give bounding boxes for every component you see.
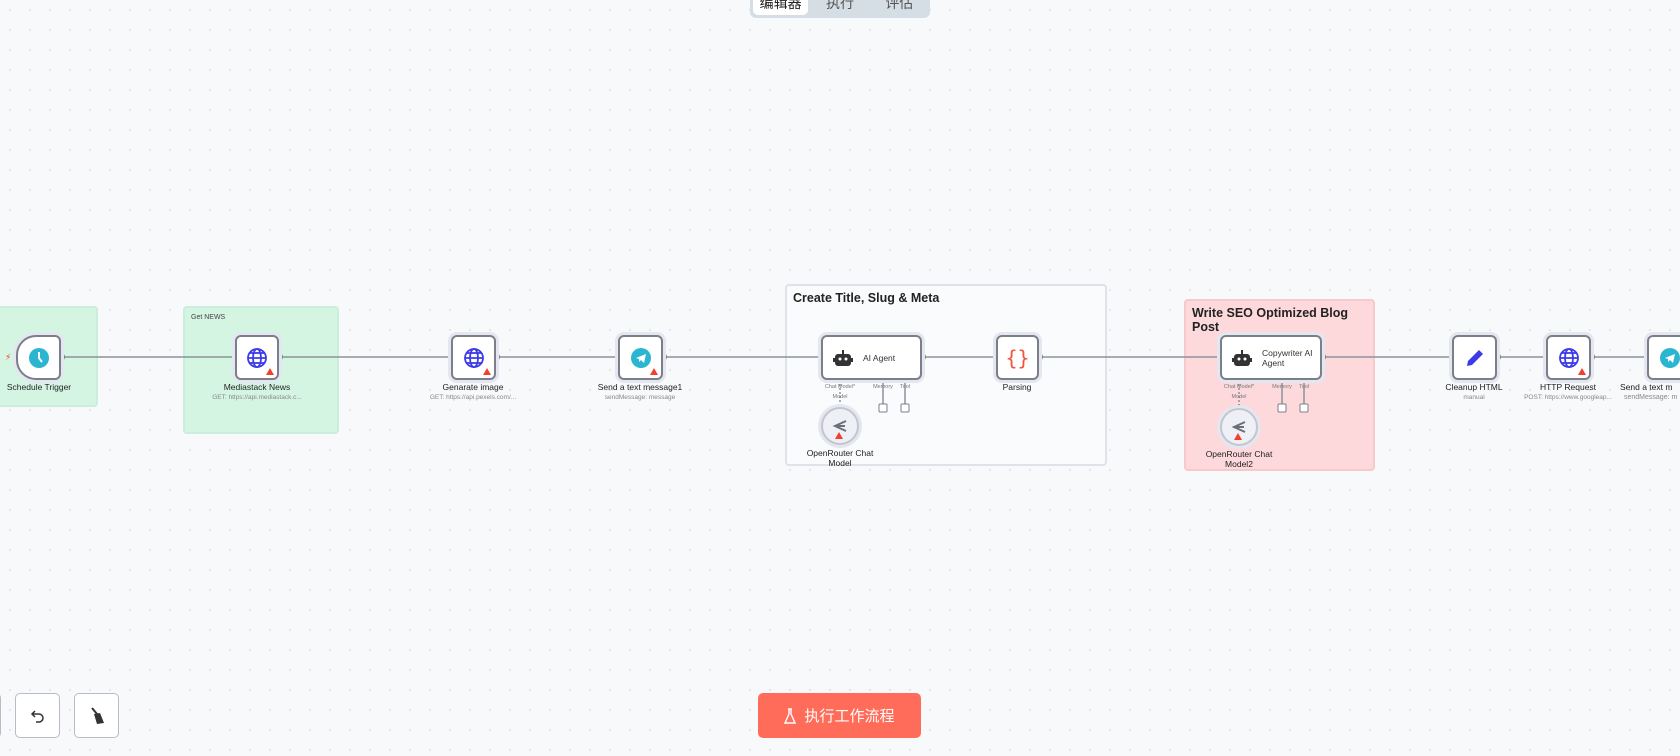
clock-icon bbox=[28, 347, 49, 368]
node-label: AI Agent bbox=[863, 352, 896, 363]
add-tool-button bbox=[900, 403, 910, 413]
robot-icon bbox=[833, 349, 853, 366]
node-parsing[interactable]: {} bbox=[996, 335, 1039, 380]
handle-label: Memory bbox=[873, 384, 893, 390]
group-title: Write SEO Optimized Blog Post bbox=[1192, 306, 1349, 334]
undo-button[interactable] bbox=[15, 693, 60, 738]
globe-icon bbox=[1558, 347, 1579, 368]
handle-label: Tool bbox=[899, 384, 911, 390]
warning-icon bbox=[483, 368, 491, 375]
clear-execution-button[interactable] bbox=[74, 693, 119, 738]
node-label: Parsing bbox=[1002, 382, 1032, 392]
node-cleanup-html[interactable] bbox=[1452, 335, 1497, 380]
tab-evaluations[interactable]: 评估 bbox=[885, 0, 914, 11]
flask-icon bbox=[784, 707, 797, 724]
node-schedule-trigger[interactable] bbox=[16, 335, 61, 380]
warning-icon bbox=[1578, 368, 1586, 375]
node-label: Send a text m bbox=[1620, 382, 1673, 392]
node-label: OpenRouter Chat Model bbox=[806, 448, 874, 468]
warning-icon bbox=[1234, 433, 1242, 440]
globe-icon bbox=[463, 347, 484, 368]
node-label: Send a text message1 bbox=[597, 382, 683, 392]
openrouter-icon bbox=[1231, 421, 1246, 433]
robot-icon bbox=[1232, 349, 1252, 366]
node-label: HTTP Request bbox=[1539, 382, 1597, 392]
execute-label: 执行工作流程 bbox=[804, 708, 895, 725]
execute-workflow-button[interactable]: 执行工作流程 bbox=[758, 693, 921, 738]
braces-icon: {} bbox=[1005, 345, 1030, 370]
tab-editor[interactable]: 编辑器 bbox=[753, 0, 809, 15]
tab-executions[interactable]: 执行 bbox=[825, 0, 854, 11]
telegram-icon bbox=[1659, 347, 1680, 368]
node-label: OpenRouter Chat Model2 bbox=[1205, 449, 1273, 469]
group-title: Get NEWS bbox=[191, 314, 226, 321]
node-openrouter-chat-model[interactable] bbox=[821, 407, 859, 445]
node-label: Genarate image bbox=[442, 382, 504, 392]
add-memory-button bbox=[878, 403, 888, 413]
handle-label: Chat Model* bbox=[824, 384, 856, 390]
node-subtitle: GET: https://api.mediastack.c... bbox=[212, 394, 302, 401]
node-label: Cleanup HTML bbox=[1445, 382, 1503, 392]
node-mediastack-news[interactable] bbox=[235, 335, 279, 380]
node-subtitle: manual bbox=[1463, 394, 1485, 401]
node-subtitle: GET: https://api.pexels.com/... bbox=[429, 394, 517, 401]
node-label: Schedule Trigger bbox=[6, 382, 72, 392]
node-generate-image[interactable] bbox=[451, 335, 496, 380]
node-subtitle: sendMessage: message bbox=[604, 394, 676, 401]
node-label: Copywriter AI Agent bbox=[1262, 347, 1313, 368]
handle-label: Tool bbox=[1298, 384, 1310, 390]
node-subtitle: POST: https://www.googleap... bbox=[1524, 394, 1612, 401]
handle-label: Model bbox=[1231, 394, 1247, 400]
node-ai-agent[interactable]: AI Agent bbox=[821, 335, 922, 380]
node-openrouter-chat-model2[interactable] bbox=[1220, 408, 1258, 446]
globe-icon bbox=[247, 347, 267, 368]
sticky-note-write-post[interactable]: Write SEO Optimized Blog Post bbox=[1184, 299, 1375, 471]
node-send-text-message[interactable] bbox=[1647, 335, 1680, 380]
handle-label: Chat Model* bbox=[1223, 384, 1255, 390]
node-subtitle: sendMessage: m bbox=[1624, 394, 1678, 401]
node-label: Mediastack News bbox=[223, 382, 291, 392]
group-title: Create Title, Slug & Meta bbox=[793, 291, 940, 305]
openrouter-icon bbox=[832, 420, 847, 432]
handle-label: Memory bbox=[1272, 384, 1292, 390]
zoom-button[interactable] bbox=[0, 693, 1, 738]
handle-label: Model bbox=[832, 394, 848, 400]
warning-icon bbox=[835, 432, 843, 439]
pencil-icon bbox=[1466, 349, 1483, 366]
node-copywriter-ai-agent[interactable]: Copywriter AI Agent bbox=[1220, 335, 1322, 380]
trigger-bolt-icon: ⚡ bbox=[5, 352, 11, 362]
telegram-icon bbox=[630, 347, 651, 368]
add-memory-button bbox=[1277, 403, 1287, 413]
add-tool-button bbox=[1299, 403, 1309, 413]
warning-icon bbox=[266, 368, 274, 375]
broom-icon bbox=[90, 706, 104, 724]
node-http-request[interactable] bbox=[1546, 335, 1591, 380]
warning-icon bbox=[650, 368, 658, 375]
undo-icon bbox=[30, 709, 44, 723]
node-send-text-message1[interactable] bbox=[618, 335, 663, 380]
view-tabs: 编辑器 执行 评估 bbox=[750, 0, 930, 18]
